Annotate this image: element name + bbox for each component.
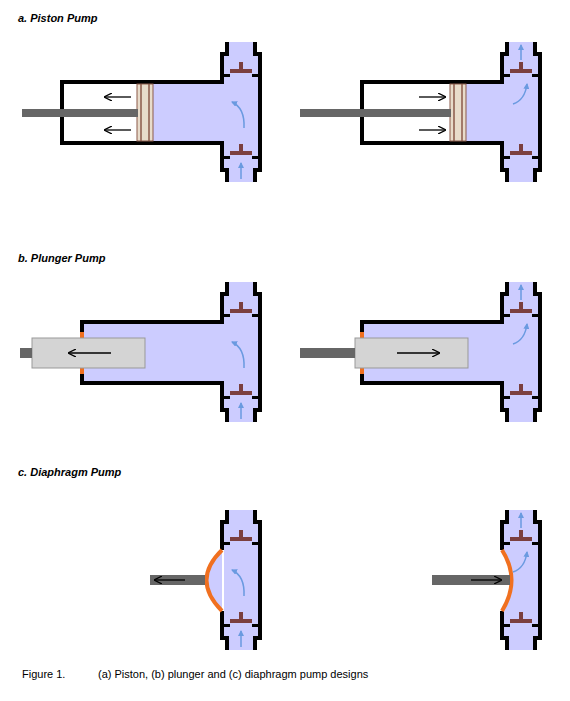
section-heading: a. Piston Pump [18, 12, 97, 25]
section-heading: b. Plunger Pump [18, 252, 105, 265]
figure-number: Figure 1. [22, 668, 65, 681]
figure-caption: (a) Piston, (b) plunger and (c) diaphrag… [98, 668, 368, 681]
section-heading: c. Diaphragm Pump [18, 466, 121, 479]
